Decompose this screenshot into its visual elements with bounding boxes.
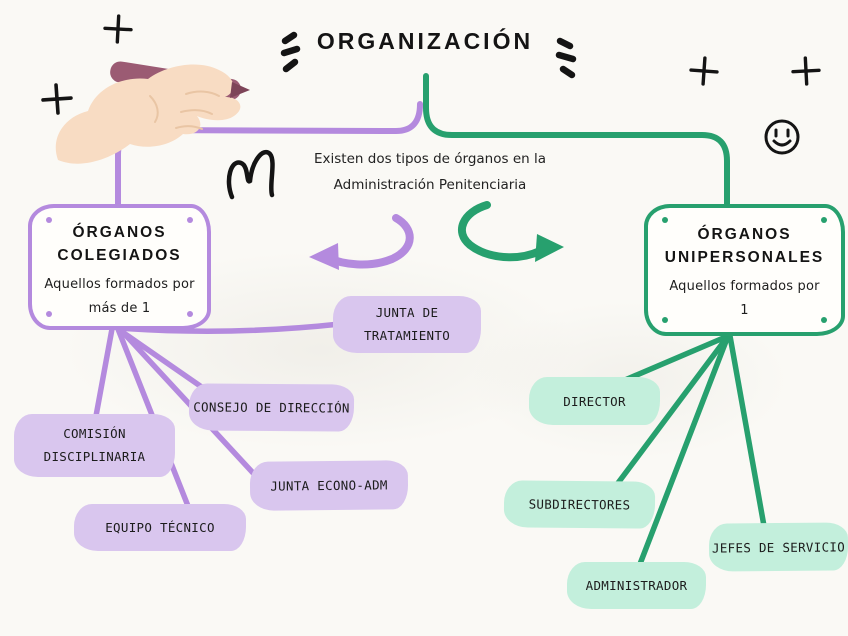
description-line-1: Aquellos formados por [44, 276, 195, 292]
connector-jefes [727, 333, 767, 529]
heading-line-2: UNIPERSONALES [664, 249, 825, 267]
node-organos-unipersonales[interactable]: ÓRGANOS UNIPERSONALES Aquellos formados … [644, 204, 845, 336]
heading-line-1: ÓRGANOS [697, 226, 792, 243]
finger-creases [149, 90, 220, 130]
plus-icon [791, 56, 821, 86]
corner-dot [187, 217, 193, 223]
corner-dot [821, 217, 827, 223]
connector-fan-right [615, 333, 767, 567]
hand-pen-illustration [55, 61, 250, 164]
node-heading: ÓRGANOS UNIPERSONALES [648, 223, 841, 270]
pen-tip [230, 82, 250, 98]
corner-dot [46, 311, 52, 317]
corner-dot [662, 217, 668, 223]
node-director[interactable]: DIRECTOR [529, 377, 660, 425]
description-line-1: Aquellos formados por [669, 278, 820, 294]
connector-subdirectores [615, 333, 731, 486]
node-description: Aquellos formados por más de 1 [32, 273, 207, 322]
intro-line-2: Administración Penitenciaria [333, 177, 527, 194]
intro-line-1: Existen dos tipos de órganos en la [314, 151, 546, 167]
hand-shape [55, 64, 241, 164]
smiley-icon [764, 119, 800, 155]
node-consejo-de-direccion[interactable]: CONSEJO DE DIRECCIÓN [188, 383, 355, 432]
corner-dot [662, 317, 668, 323]
description-line-2: más de 1 [88, 301, 151, 317]
arrow-left-icon [309, 214, 414, 270]
connector-trunk-right [423, 73, 730, 209]
node-organos-colegiados[interactable]: ÓRGANOS COLEGIADOS Aquellos formados por… [28, 204, 211, 330]
heading-line-2: COLEGIADOS [57, 247, 182, 265]
plus-icon [689, 56, 719, 86]
node-jefes-de-servicio[interactable]: JEFES DE SERVICIO [708, 522, 848, 572]
corner-dot [821, 317, 827, 323]
corner-dot [187, 311, 193, 317]
corner-dot [46, 217, 52, 223]
squiggle-icon [226, 150, 275, 200]
heading-line-1: ÓRGANOS [72, 224, 167, 241]
connector-director [622, 333, 731, 383]
connector-comision [93, 326, 115, 419]
node-subdirectores[interactable]: SUBDIRECTORES [503, 480, 656, 529]
description-line-2: 1 [740, 303, 749, 319]
arrow-right-icon [457, 201, 564, 262]
plus-icon [41, 83, 73, 115]
node-description: Aquellos formados por 1 [648, 275, 841, 324]
node-heading: ÓRGANOS COLEGIADOS [32, 221, 207, 268]
emphasis-marks-right [555, 37, 577, 79]
emphasis-marks-left [280, 31, 301, 73]
node-junta-econo-adm[interactable]: JUNTA ECONO-ADM [249, 460, 409, 511]
node-junta-de-tratamiento[interactable]: JUNTA DE TRATAMIENTO [333, 296, 481, 353]
node-comision-disciplinaria[interactable]: COMISIÓN DISCIPLINARIA [14, 414, 175, 477]
node-equipo-tecnico[interactable]: EQUIPO TÉCNICO [74, 504, 246, 551]
connector-administrador [637, 333, 731, 567]
page-title: ORGANIZACIÓN [316, 28, 534, 54]
connector-econo-adm [117, 326, 257, 477]
plus-icon [103, 14, 133, 44]
node-administrador[interactable]: ADMINISTRADOR [567, 562, 706, 609]
intro-text: Existen dos tipos de órganos en la Admin… [303, 146, 557, 199]
